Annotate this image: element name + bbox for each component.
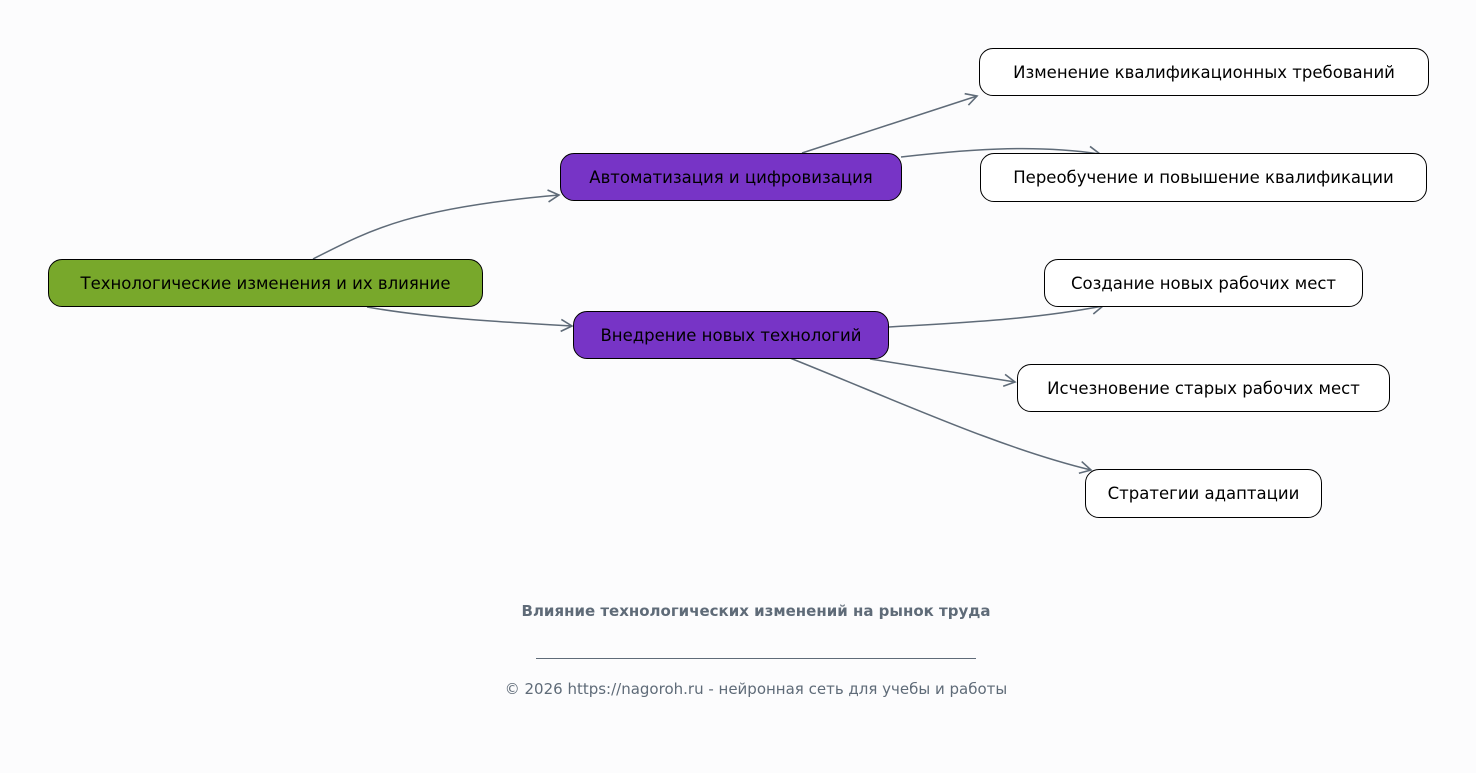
node-retraining[interactable]: Переобучение и повышение квалификации <box>980 153 1427 202</box>
edge-newtech-adaptation <box>789 357 1093 475</box>
edge-root-newtech <box>366 306 574 333</box>
node-automation[interactable]: Автоматизация и цифровизация <box>560 153 902 201</box>
divider <box>536 658 976 659</box>
node-new-jobs[interactable]: Создание новых рабочих мест <box>1044 259 1363 307</box>
node-adaptation[interactable]: Стратегии адаптации <box>1085 469 1322 518</box>
diagram-title: Влияние технологических изменений на рын… <box>521 602 991 620</box>
edge-automation-qualchange <box>801 92 979 154</box>
footer-copyright: © 2026 https://nagoroh.ru - нейронная се… <box>504 680 1008 698</box>
node-lost-jobs[interactable]: Исчезновение старых рабочих мест <box>1017 364 1390 412</box>
node-root[interactable]: Технологические изменения и их влияние <box>48 259 483 307</box>
edge-root-automation <box>312 189 561 260</box>
edge-automation-retraining <box>900 145 1102 160</box>
node-qual-change[interactable]: Изменение квалификационных требований <box>979 48 1429 96</box>
edge-newtech-newjobs <box>887 301 1105 328</box>
node-new-tech[interactable]: Внедрение новых технологий <box>573 311 889 359</box>
edge-newtech-lostjobs <box>869 358 1017 387</box>
